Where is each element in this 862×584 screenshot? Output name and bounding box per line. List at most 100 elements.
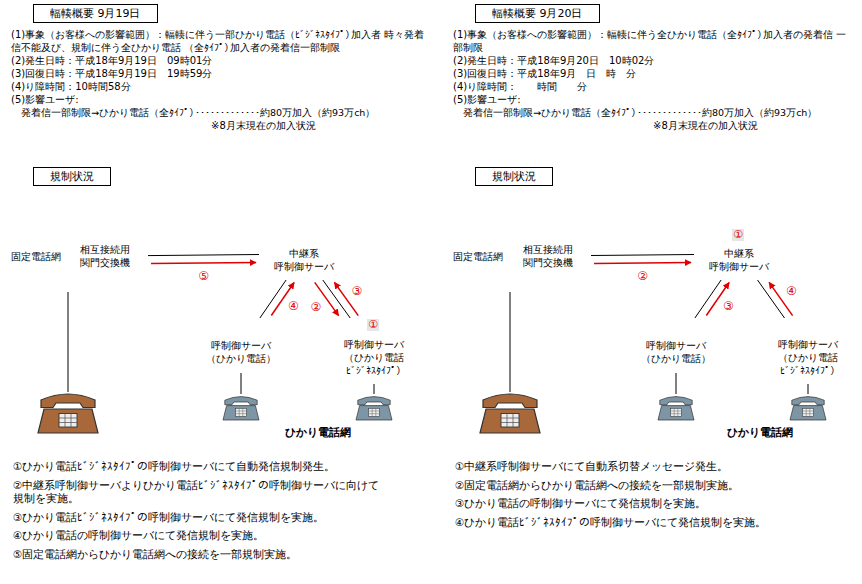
node-text: 中継系 呼制御サーバ <box>259 247 349 273</box>
panel-node: 規制状況①ひかり電話ﾋﾞｼﾞﾈｽﾀｲﾌﾟの呼制御サーバにて自動発信規制発生。②中… <box>3 177 431 580</box>
node-text: ※8月末現在の加入状況 <box>11 119 425 132</box>
callout-number: ③ <box>351 284 362 298</box>
callout-number: ① <box>367 319 379 331</box>
node-text: 発着信一部制限→ひかり電話（全ﾀｲﾌﾟ）・・・・・・・・・・・・・約80万加入（… <box>21 106 425 119</box>
cylinder-body <box>695 236 783 279</box>
gate-fill <box>62 236 148 276</box>
callout-number: ③ <box>723 299 734 313</box>
green-node: ひかり電話網 中継系 呼制御サーバ呼制御サーバ （ひかり電話） 呼制御サーバ （ひか… <box>190 200 426 448</box>
node-text: (4)り障時間：10時間58分 <box>11 80 425 93</box>
control-arrow <box>151 263 256 264</box>
panel-node: 規制状況①中継系呼制御サーバにて自動系切替メッセージ発生。②固定電話網からひかり… <box>445 177 857 580</box>
cylinder-top <box>768 319 848 333</box>
summary-node: 輻輳概要 9月19日(1)事象（お客様への影響範囲）：輻輳に伴う一部ひかり電話（… <box>3 14 431 161</box>
control-arrow <box>594 263 691 264</box>
ip-phone <box>790 397 826 420</box>
node-text: ④ひかり電話ﾋﾞｼﾞﾈｽﾀｲﾌﾟの呼制御サーバにて発信規制を実施。 <box>455 516 860 530</box>
node-text: 呼制御サーバ （ひかり電話） <box>202 339 280 365</box>
cloud-shape <box>9 226 151 292</box>
node-text: 中継系 呼制御サーバ <box>694 247 784 273</box>
gate-fill <box>505 236 591 276</box>
node-text: (2)発生日時：平成18年9月19日 09時01分 <box>11 54 425 67</box>
node-text: 呼制御サーバ （ひかり電話 ﾋﾞｼﾞﾈｽﾀｲﾌﾟ） <box>333 338 415 377</box>
link-line <box>591 255 694 256</box>
cyl-node: 呼制御サーバ （ひかり電話） <box>637 318 715 373</box>
callout-number: ② <box>311 300 322 314</box>
cylinder-body <box>638 326 714 372</box>
legend-notes: ①中継系呼制御サーバにて自動系切替メッセージ発生。 ②固定電話網からひかり電話網へ… <box>455 460 860 534</box>
callout-number: ④ <box>288 299 299 313</box>
node-text: (1)事象（お客様への影響範囲）：輻輳に伴う全ひかり電話（全ﾀｲﾌﾟ）加入者の発… <box>453 28 851 54</box>
green-fill <box>190 200 426 448</box>
node-text: 発着信一部制限→ひかり電話（全ﾀｲﾌﾟ）・・・・・・・・・・・・・約80万加入（… <box>463 106 851 119</box>
node-text: 呼制御サーバ （ひかり電話） <box>637 339 715 365</box>
cylinder-top <box>260 229 348 243</box>
node-text: 相互接続用 関門交換機 <box>62 243 148 269</box>
phone-line <box>808 384 809 394</box>
phone-line <box>676 373 677 394</box>
node-text: 相互接続用 関門交換機 <box>505 243 591 269</box>
node-text: 呼制御サーバ （ひかり電話 ﾋﾞｼﾞﾈｽﾀｲﾌﾟ） <box>767 338 849 377</box>
legend-notes: ①ひかり電話ﾋﾞｼﾞﾈｽﾀｲﾌﾟの呼制御サーバにて自動発信規制発生。 ②中継系呼制… <box>13 460 418 566</box>
callout-number: ① <box>732 229 744 241</box>
node-text: ひかり電話網 <box>285 426 351 440</box>
node-text: ③ひかり電話の呼制御サーバにて発信規制を実施。 <box>455 497 860 511</box>
phone-line <box>68 292 69 392</box>
node-text: ①中継系呼制御サーバにて自動系切替メッセージ発生。 <box>455 460 860 474</box>
cylinder-body <box>334 326 414 383</box>
cylinder-top <box>638 319 714 333</box>
phone-line <box>374 384 375 394</box>
tab-heading: 規制状況 <box>33 167 111 186</box>
summary-body: (1)事象（お客様への影響範囲）：輻輳に伴う一部ひかり電話（ﾋﾞｼﾞﾈｽﾀｲﾌﾟ… <box>3 14 431 136</box>
cylinder-top <box>203 319 279 333</box>
node-text: ⑤固定電話網からひかり電話網への接続を一部規制実施。 <box>13 548 418 562</box>
node-text: (5)影響ユーザ: <box>453 93 851 106</box>
ip-phone <box>223 397 259 420</box>
telephone <box>480 394 540 433</box>
node-text: ③ひかり電話ﾋﾞｼﾞﾈｽﾀｲﾌﾟの呼制御サーバにて発信規制を実施。 <box>13 511 418 525</box>
cyl-node: 中継系 呼制御サーバ <box>259 228 349 280</box>
node-text: ②固定電話網からひかり電話網への接続を一部規制実施。 <box>455 479 860 493</box>
summary-body: (1)事象（お客様への影響範囲）：輻輳に伴う全ひかり電話（全ﾀｲﾌﾟ）加入者の発… <box>445 14 857 136</box>
link-line <box>148 255 259 256</box>
cylinder-top <box>695 229 783 243</box>
node-text: (2)発生日時：平成18年9月20日 10時02分 <box>453 54 851 67</box>
node-text: 固定電話網 <box>11 250 61 263</box>
node-text: (3)回復日時：平成18年9月19日 19時59分 <box>11 67 425 80</box>
cylinder-body <box>768 326 848 383</box>
node-text: (4)り障時間： 時間 分 <box>453 80 851 93</box>
node-text: (5)影響ユーザ: <box>11 93 425 106</box>
gate-node: 相互接続用 関門交換機 <box>62 236 148 276</box>
tab-heading: 輻輳概要 9月20日 <box>475 4 600 23</box>
cloud-shape <box>451 226 593 292</box>
phone-line <box>510 292 511 392</box>
cyl-node: 呼制御サーバ （ひかり電話） <box>202 318 280 373</box>
callout-number: ② <box>637 269 648 283</box>
node-text: ※8月末現在の加入状況 <box>453 119 851 132</box>
summary-node: 輻輳概要 9月20日(1)事象（お客様への影響範囲）：輻輳に伴う全ひかり電話（全… <box>445 14 857 157</box>
cloud-node: 固定電話網相互接続用 関門交換機 <box>5 222 155 294</box>
cyl-node: 呼制御サーバ （ひかり電話 ﾋﾞｼﾞﾈｽﾀｲﾌﾟ） <box>767 318 849 384</box>
cylinder-body <box>260 236 348 279</box>
node-text: ①ひかり電話ﾋﾞｼﾞﾈｽﾀｲﾌﾟの呼制御サーバにて自動発信規制発生。 <box>13 460 418 474</box>
node-text: (3)回復日時：平成18年9月 日 時 分 <box>453 67 851 80</box>
ip-phone <box>356 397 392 420</box>
ip-phone <box>658 397 694 420</box>
telephone <box>38 394 98 433</box>
cloud-node: 固定電話網相互接続用 関門交換機 <box>447 222 597 294</box>
node-text: (1)事象（お客様への影響範囲）：輻輳に伴う一部ひかり電話（ﾋﾞｼﾞﾈｽﾀｲﾌﾟ… <box>11 28 425 54</box>
node-text: 固定電話網 <box>453 250 503 263</box>
node-text: ひかり電話網 <box>727 426 793 440</box>
node-text: ②中継系呼制御サーバよりひかり電話ﾋﾞｼﾞﾈｽﾀｲﾌﾟの呼制御サーバに向けて 規… <box>13 479 418 506</box>
node-text: ④ひかり電話の呼制御サーバにて発信規制を実施。 <box>13 529 418 543</box>
phone-line <box>241 373 242 394</box>
callout-number: ⑤ <box>198 269 209 283</box>
tab-heading: 規制状況 <box>475 167 553 186</box>
tab-heading: 輻輳概要 9月19日 <box>33 4 158 23</box>
callout-number: ④ <box>786 284 797 298</box>
phone-lines <box>68 292 808 394</box>
cylinder-top <box>334 319 414 333</box>
gate-node: 相互接続用 関門交換機 <box>505 236 591 276</box>
cylinder-body <box>203 326 279 372</box>
